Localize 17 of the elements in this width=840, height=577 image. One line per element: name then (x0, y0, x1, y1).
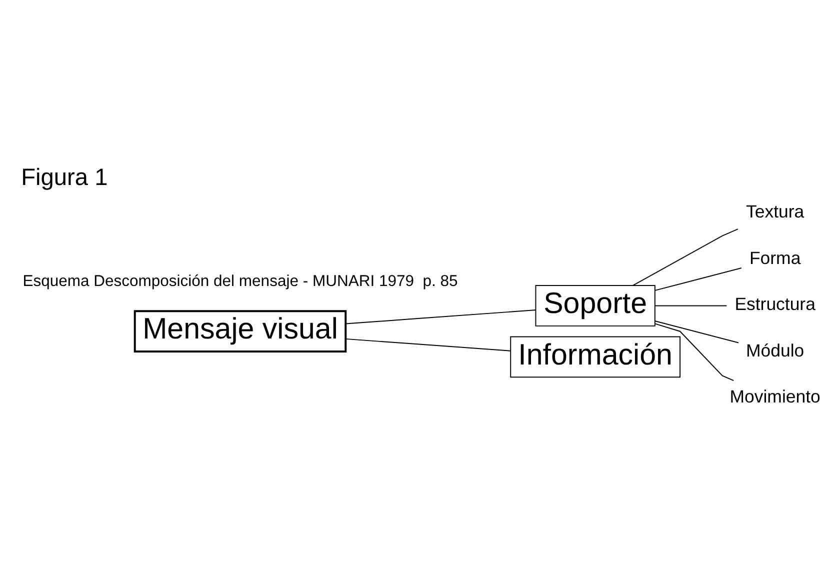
connector (654, 322, 734, 381)
connector (654, 304, 728, 306)
node-box: Mensaje visual (134, 310, 347, 352)
connector (345, 309, 536, 324)
node-text: Estructura (734, 294, 816, 314)
connector (654, 320, 740, 343)
node-text: Módulo (746, 340, 804, 360)
caption: Esquema Descomposición del mensaje - MUNARI 1979 p. 85 (22, 272, 458, 290)
connector (632, 228, 738, 286)
node-text: Forma (749, 247, 801, 268)
connector (654, 266, 742, 290)
diagram-title: Figura 1 (21, 164, 108, 190)
node-text: Movimiento (730, 386, 820, 406)
node-box: Soporte (535, 284, 656, 326)
node-box: Información (510, 336, 681, 378)
node-text: Textura (746, 200, 804, 221)
connector (345, 338, 512, 351)
